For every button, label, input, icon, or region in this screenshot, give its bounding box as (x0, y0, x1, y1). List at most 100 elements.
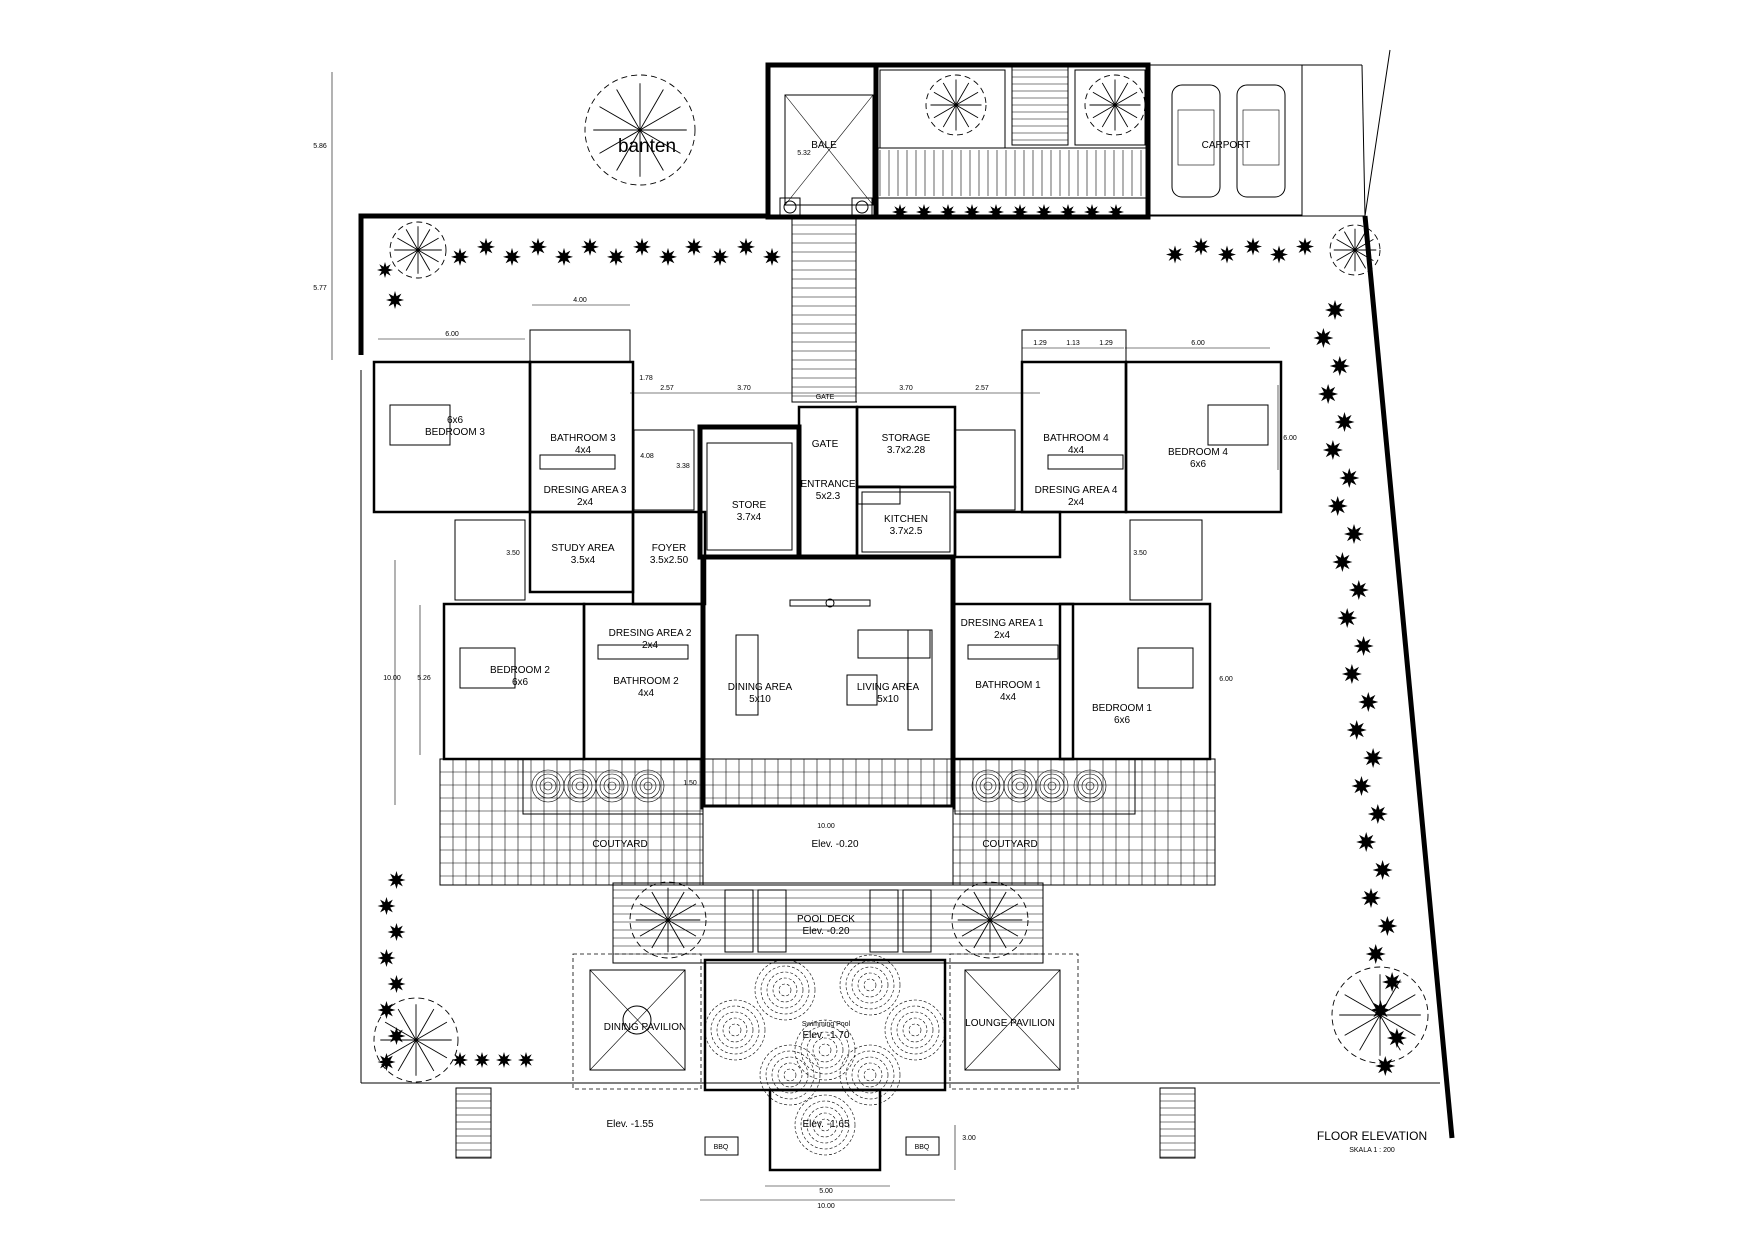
dim-1000-left: 10.00 (383, 675, 401, 682)
shrub-symbol (1322, 440, 1343, 460)
shrub-symbol (377, 1053, 396, 1071)
tree-symbol (925, 74, 987, 136)
label-dressing3: DRESING AREA 3 (544, 485, 627, 496)
shrub-symbol (1329, 356, 1350, 376)
dim-178: 1.78 (639, 375, 653, 382)
label-bedroom3-size: 6x6 (447, 415, 464, 426)
label-storage-size: 3.7x2.28 (887, 445, 926, 456)
label-study-size: 3.5x4 (571, 555, 596, 566)
shrub-symbol (1339, 468, 1360, 488)
shrub-symbol (1244, 237, 1262, 256)
shrub-symbol (1218, 245, 1236, 264)
dim-586: 5.86 (313, 143, 327, 150)
label-storage: STORAGE (882, 433, 931, 444)
dim-577: 5.77 (313, 285, 327, 292)
label-courtyard-right: COUTYARD (982, 839, 1037, 850)
tree-symbol (629, 881, 707, 959)
label-dining-size: 5x10 (749, 694, 771, 705)
shrub-symbol (1084, 204, 1100, 220)
shrub-symbol (503, 247, 521, 266)
shrub-symbol (1344, 524, 1364, 544)
shrub-symbol (1367, 804, 1388, 824)
shrub-symbol (964, 204, 980, 220)
shrub-symbol (496, 1052, 512, 1068)
shrub-symbol (1341, 664, 1362, 684)
label-gate: GATE (812, 439, 839, 450)
top-garden-terrace (873, 62, 1151, 220)
dim-370-left: 3.70 (737, 385, 751, 392)
shrub-symbol (387, 871, 406, 889)
label-store: STORE (732, 500, 767, 511)
label-site-elev: Elev. -1.55 (606, 1119, 653, 1130)
shrub-symbol (1325, 300, 1345, 320)
dim-600-b1: 6.00 (1219, 676, 1233, 683)
shrub-symbol (1382, 972, 1403, 992)
shrub-symbol (581, 237, 599, 256)
shrub-symbol (940, 204, 956, 220)
shrub-symbol (892, 204, 908, 220)
shrub-symbol (452, 1052, 468, 1068)
shrub-symbol (474, 1052, 490, 1068)
dining-pavilion (572, 953, 702, 1090)
shrub-symbol (607, 247, 625, 266)
shrub-symbol (1313, 328, 1334, 348)
swimming-pool (703, 954, 947, 1172)
shrub-symbol (451, 247, 469, 266)
shrub-symbol (1012, 204, 1028, 220)
label-study: STUDY AREA (551, 543, 614, 554)
drawing-scale: SKALA 1 : 200 (1349, 1147, 1395, 1154)
dim-400: 4.00 (573, 297, 587, 304)
shrub-symbol (377, 262, 393, 278)
shrub-symbol (387, 923, 406, 941)
shrub-symbol (763, 247, 781, 266)
dim-500: 5.00 (819, 1188, 833, 1195)
label-courtyard-left: COUTYARD (592, 839, 647, 850)
carport (1149, 64, 1303, 216)
furniture (389, 404, 1269, 731)
label-dressing3-size: 2x4 (577, 497, 594, 508)
tree-symbol (373, 997, 459, 1083)
shrub-symbol (1327, 496, 1348, 516)
dim-300: 3.00 (962, 1135, 976, 1142)
shrub-symbol (1318, 384, 1339, 404)
shrub-symbol (1361, 888, 1381, 908)
label-kitchen: KITCHEN (884, 514, 928, 525)
label-pool-deck: POOL DECK (797, 914, 855, 925)
courtyard-tiles (439, 758, 1216, 886)
shrub-symbol (1386, 1028, 1407, 1048)
shrub-symbol (477, 237, 495, 256)
label-dressing4-size: 2x4 (1068, 497, 1085, 508)
label-kitchen-size: 3.7x2.5 (890, 526, 923, 537)
label-dressing2: DRESING AREA 2 (609, 628, 692, 639)
shrub-symbol (555, 247, 573, 266)
dim-408: 4.08 (640, 453, 654, 460)
dim-257-left: 2.57 (660, 385, 674, 392)
shrub-symbol (1334, 412, 1355, 432)
shrub-symbol (1348, 580, 1369, 600)
label-bathroom3-size: 4x4 (575, 445, 592, 456)
bbq-units (704, 1136, 940, 1156)
shrub-symbol (1356, 832, 1377, 852)
shrub-symbol (737, 237, 755, 256)
shrub-symbol (377, 897, 396, 915)
label-bathroom4: BATHROOM 4 (1043, 433, 1109, 444)
shrub-symbol (386, 291, 404, 309)
shrub-symbol (1353, 636, 1374, 656)
shrub-symbol (1346, 720, 1367, 740)
label-gate-top: GATE (816, 394, 835, 401)
label-bedroom4-size: 6x6 (1190, 459, 1207, 470)
bottom-stairs (455, 1087, 1196, 1159)
shrub-symbol (633, 237, 651, 256)
label-living-size: 5x10 (877, 694, 899, 705)
label-entrance-size: 5x2.3 (816, 491, 841, 502)
shrub-symbol (711, 247, 729, 266)
shrub-symbol (1036, 204, 1052, 220)
tree-symbol (389, 221, 447, 279)
label-dressing1: DRESING AREA 1 (961, 618, 1044, 629)
trees (373, 74, 1429, 1083)
shrub-symbol (1060, 204, 1076, 220)
shrub-symbol (1166, 245, 1184, 264)
tree-label: banten (618, 136, 676, 157)
courtyard-planters (531, 769, 1107, 803)
dim-1000-bottom: 10.00 (817, 1203, 835, 1210)
